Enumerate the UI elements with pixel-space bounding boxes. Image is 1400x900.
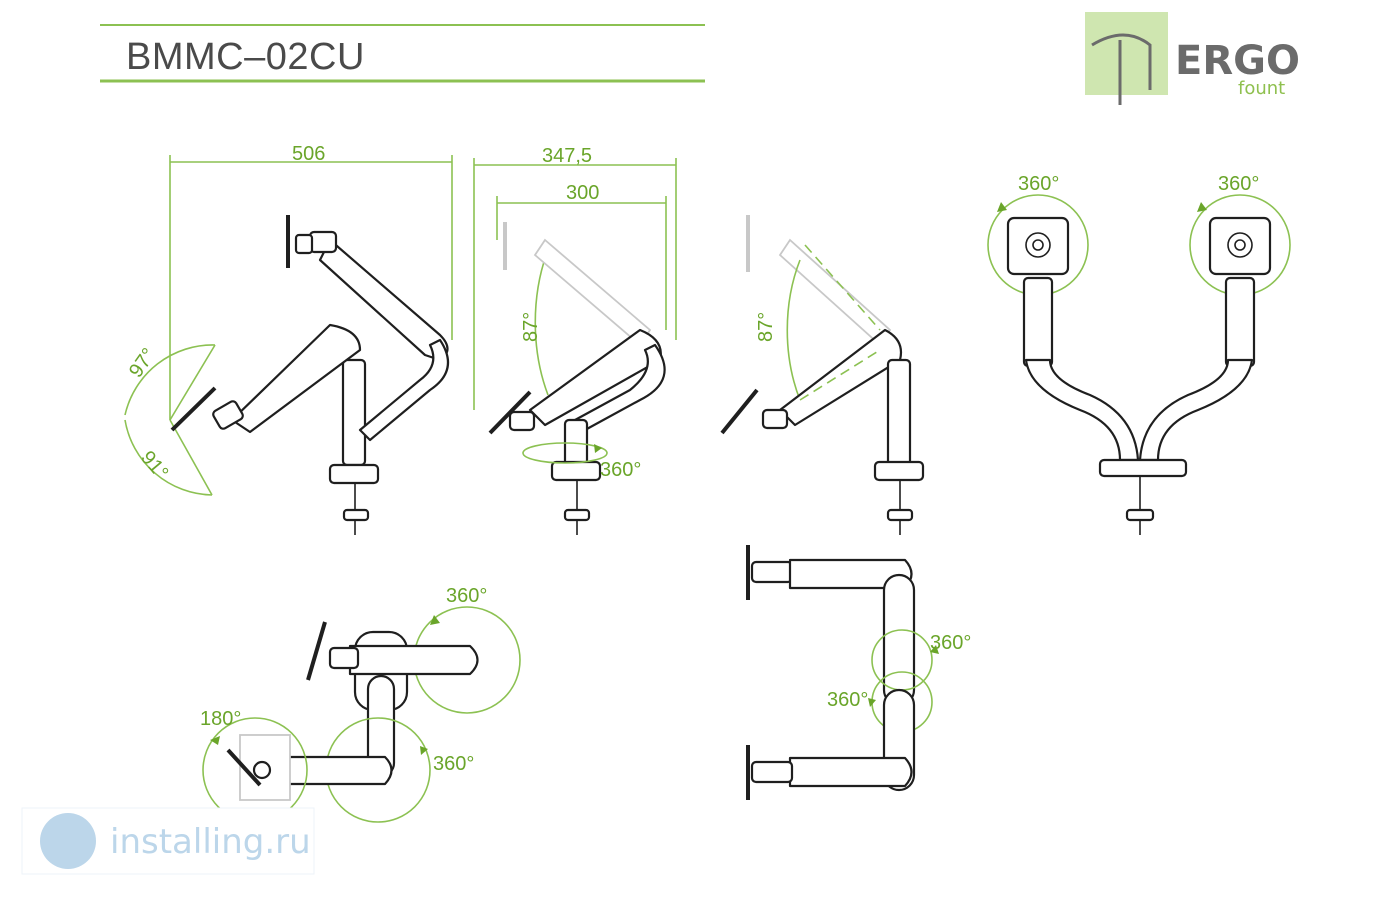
pole-clamp-2	[550, 418, 602, 535]
vesa-left: 360°	[987, 173, 1089, 296]
width-label: 506	[292, 143, 325, 165]
view-top-swivel: 360° 360° 180°	[200, 585, 521, 823]
tilt-head	[508, 410, 536, 432]
view-side-tilt: 506 97° 91°	[124, 143, 453, 535]
pole-clamp-3	[873, 358, 925, 535]
arm-lowered	[170, 323, 362, 434]
head-upper	[750, 560, 794, 584]
watermark-logo-icon	[40, 813, 96, 869]
rot-left-label: 360°	[1018, 173, 1059, 195]
lift-arc-3: 87°	[755, 259, 801, 401]
vesa-right: 360°	[1189, 173, 1291, 296]
lift-label-3: 87°	[755, 312, 777, 342]
lift-label: 87°	[520, 312, 542, 342]
tilt-head-5	[328, 646, 360, 670]
rot-top-label: 360°	[446, 585, 487, 607]
tilt-head-3	[761, 408, 789, 430]
logo-square	[1085, 12, 1168, 95]
reach-inner-label: 300	[566, 182, 599, 204]
arm-raised	[286, 215, 450, 442]
monitor-tilt: 180°	[200, 708, 308, 823]
model-title: BMMC–02CU	[126, 36, 365, 78]
dual-arms	[1022, 276, 1256, 535]
pivot-lower: 360°	[827, 671, 933, 733]
logo-sub: fount	[1238, 78, 1285, 99]
logo-brand: ERGO	[1175, 38, 1300, 84]
arm-low-segment	[268, 755, 393, 786]
width-dimension: 506	[169, 143, 453, 420]
logo-arm-icon	[1091, 33, 1152, 105]
view-side-reach: 347,5 300 87°	[473, 145, 677, 535]
base-rotation: 360°	[522, 442, 641, 481]
monitor-plate-3	[720, 388, 759, 435]
header-rules	[100, 24, 705, 83]
ergofount-logo: ERGO fount	[1085, 12, 1300, 105]
head-lower	[750, 760, 794, 784]
guide-upper	[804, 244, 881, 331]
monitor-plate-5	[306, 621, 327, 681]
view-side-lift: 87°	[720, 215, 925, 535]
rot-lower-label: 360°	[827, 689, 868, 711]
rot-right-label: 360°	[1218, 173, 1259, 195]
pole-clamp	[328, 358, 380, 535]
reach-dimension: 347,5 300	[473, 145, 677, 410]
watermark: installing.ru	[21, 807, 315, 875]
arm-extended	[528, 328, 662, 427]
arm-top-segment	[348, 644, 479, 676]
arm-ghost-3	[778, 238, 892, 347]
arm-riser	[882, 573, 916, 707]
arm-lower	[788, 756, 913, 788]
arm-ghost	[533, 238, 652, 347]
rot-upper-label: 360°	[930, 632, 971, 654]
tilt-down-label: 91°	[136, 447, 172, 484]
view-top-dual: 360° 360°	[746, 545, 971, 800]
monitor-plate	[488, 390, 532, 435]
view-front-dual: 360° 360°	[987, 173, 1291, 535]
reach-outer-label: 347,5	[542, 145, 592, 167]
lift-arc: 87°	[520, 249, 549, 396]
watermark-text: installing.ru	[110, 822, 311, 862]
tilt-up-label: 97°	[125, 344, 160, 381]
rot-mid-label: 360°	[433, 753, 474, 775]
tilt-mon-label: 180°	[200, 708, 241, 730]
arm-lowered-3	[778, 328, 903, 427]
base-rotation-label: 360°	[600, 459, 641, 481]
